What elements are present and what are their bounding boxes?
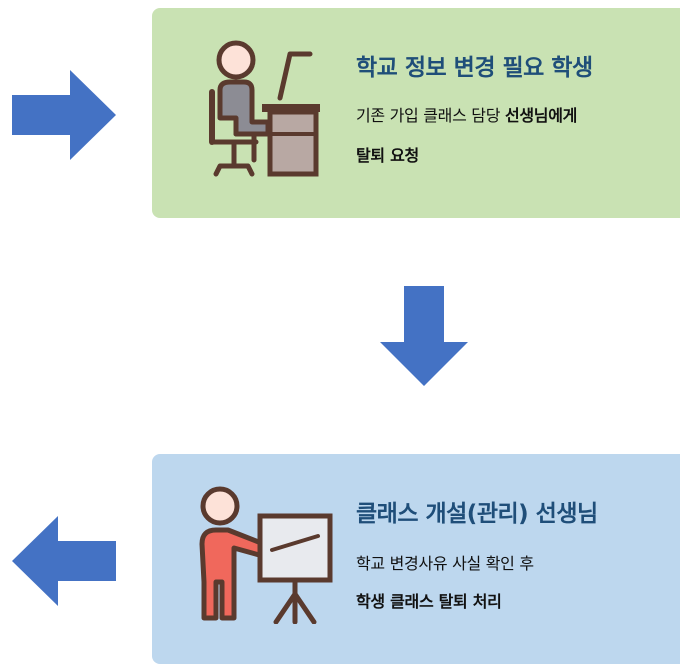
card-text-normal: 학교 변경사유 사실 확인 후: [356, 554, 534, 573]
arrow-right-icon: [12, 70, 116, 160]
card-text-bold: 학생 클래스 탈퇴 처리: [356, 592, 502, 611]
student-card: 학교 정보 변경 필요 학생 기존 가입 클래스 담당 선생님에게 탈퇴 요청: [152, 8, 680, 218]
card-title: 학교 정보 변경 필요 학생: [356, 55, 593, 81]
card-text-normal: 기존 가입 클래스 담당: [356, 106, 505, 125]
teacher-card: 클래스 개설(관리) 선생님 학교 변경사유 사실 확인 후 학생 클래스 탈퇴…: [152, 454, 680, 664]
card-title: 클래스 개설(관리) 선생님: [356, 501, 598, 527]
arrow-down-icon: [380, 286, 468, 386]
card-text-bold: 탈퇴 요청: [356, 146, 419, 165]
card-text-line-2: 학생 클래스 탈퇴 처리: [356, 588, 502, 612]
arrow-left-icon: [12, 516, 116, 606]
card-text-line-1: 학교 변경사유 사실 확인 후: [356, 550, 534, 574]
card-text-bold: 선생님에게: [504, 106, 578, 125]
person-at-desk-icon: [209, 40, 320, 177]
card-text-line-1: 기존 가입 클래스 담당 선생님에게: [356, 102, 577, 126]
presenter-at-board-icon: [199, 486, 333, 624]
card-text-line-2: 탈퇴 요청: [356, 142, 419, 166]
